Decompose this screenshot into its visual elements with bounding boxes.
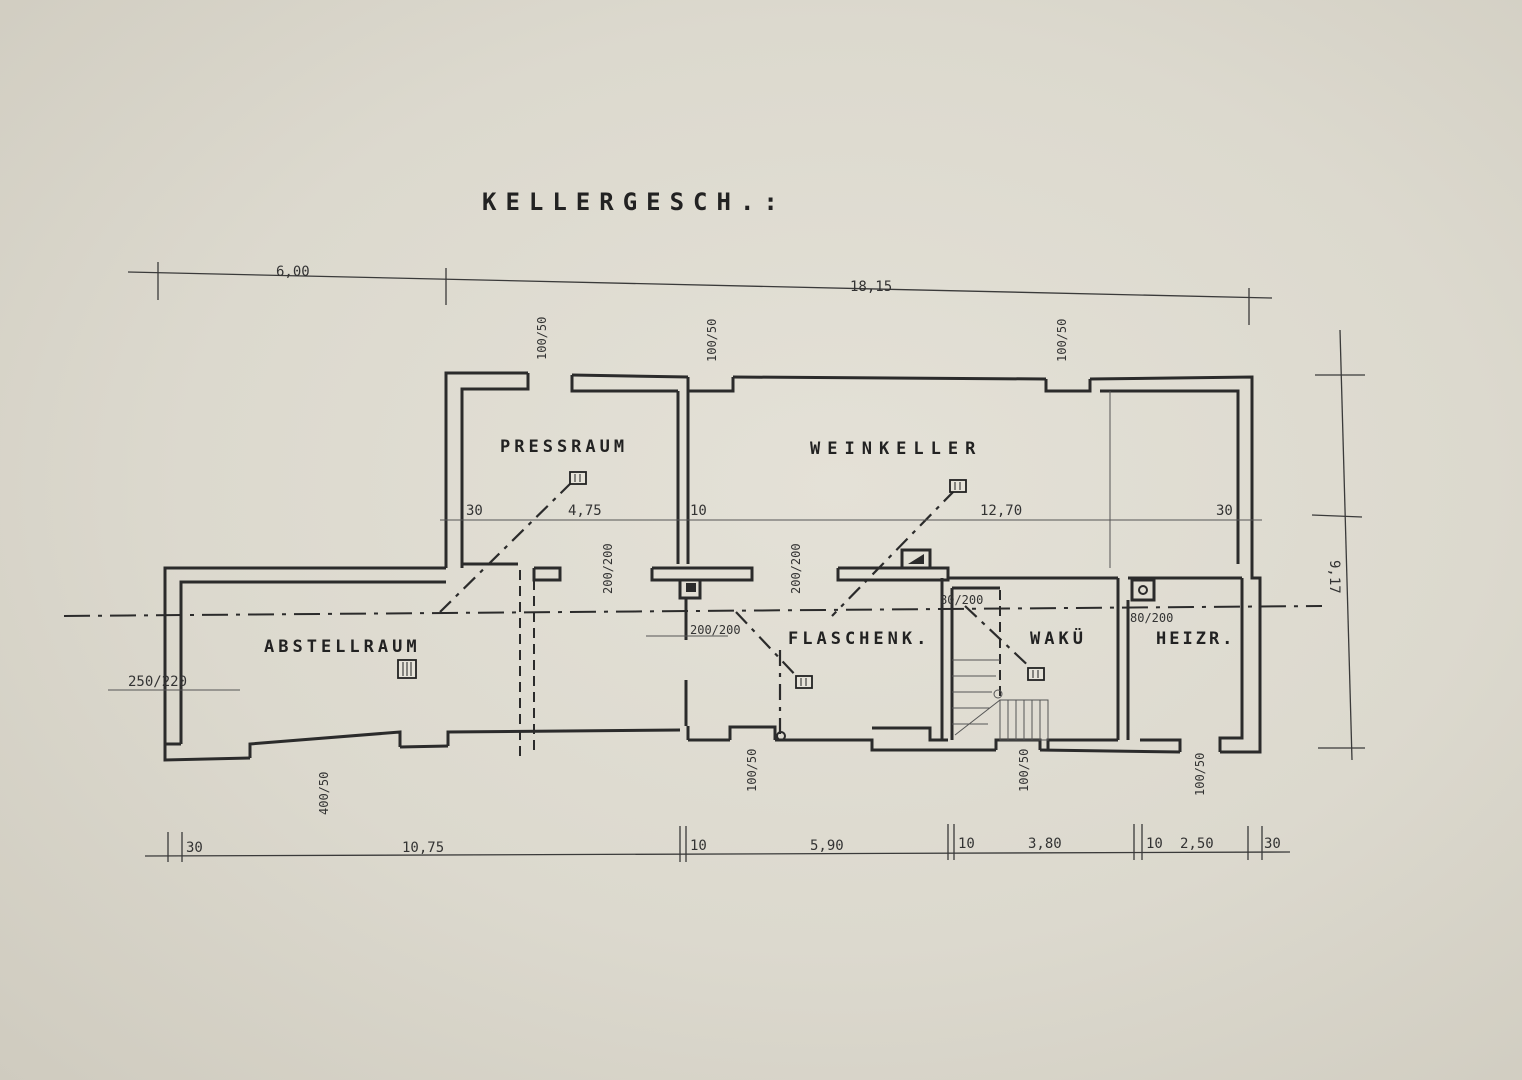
dim-top-left: 6,00 bbox=[276, 264, 310, 280]
room-pressraum: PRESSRAUM bbox=[500, 437, 628, 457]
ventilation-ducts bbox=[439, 481, 1036, 741]
dim-inner-30-right: 30 bbox=[1216, 503, 1233, 519]
vent-abstellraum bbox=[397, 659, 417, 679]
dim-top-total: 18,15 bbox=[850, 279, 892, 295]
dim-win-top-3: 100/50 bbox=[1055, 319, 1069, 362]
vent-weinkeller bbox=[949, 479, 967, 493]
inner-dimension-line: 30 4,75 10 12,70 30 bbox=[440, 503, 1262, 521]
dim-bottom-30-right: 30 bbox=[1264, 836, 1281, 852]
dim-door-a: 200/200 bbox=[601, 543, 615, 594]
room-flaschenkeller: FLASCHENK. bbox=[788, 629, 930, 649]
room-waku: WAKÜ bbox=[1030, 627, 1087, 649]
stairs bbox=[952, 590, 1049, 741]
dim-door-80-b: 80/200 bbox=[1130, 611, 1173, 625]
dim-bottom-10-c: 10 bbox=[1146, 836, 1163, 852]
dim-door-b: 200/200 bbox=[789, 543, 803, 594]
dim-bottom-10-a: 10 bbox=[690, 838, 707, 854]
vent-waku bbox=[1027, 667, 1045, 681]
dim-win-bottom-3: 100/50 bbox=[1017, 749, 1031, 792]
vent-grilles bbox=[397, 471, 1045, 689]
dim-bottom-380: 3,80 bbox=[1028, 836, 1062, 852]
dim-door-80: 80/200 bbox=[940, 593, 983, 607]
outer-walls bbox=[163, 371, 1262, 762]
interior-walls bbox=[462, 391, 1242, 740]
dim-inner-30-left: 30 bbox=[466, 503, 483, 519]
abstellraum-dashed-opening bbox=[519, 570, 535, 758]
dim-inner-10: 10 bbox=[690, 503, 707, 519]
room-abstellraum: ABSTELLRAUM bbox=[264, 637, 421, 657]
plan-title: KELLERGESCH.: bbox=[482, 188, 787, 216]
dim-inner-475: 4,75 bbox=[568, 503, 602, 519]
dim-bottom-10-b: 10 bbox=[958, 836, 975, 852]
dim-right-height: 9,17 bbox=[1326, 560, 1342, 594]
top-dimension-line: 6,00 18,15 bbox=[127, 262, 1273, 325]
dim-bottom-590: 5,90 bbox=[810, 838, 844, 854]
dim-win-bottom-1: 400/50 bbox=[317, 772, 331, 815]
right-dimension-line: 9,17 bbox=[1311, 329, 1365, 761]
bottom-dimension-line: 30 10,75 10 5,90 10 3,80 10 2,50 30 bbox=[144, 824, 1291, 862]
dim-bottom-30-left: 30 bbox=[186, 840, 203, 856]
vent-pressraum bbox=[569, 471, 587, 485]
dim-win-bottom-4: 100/50 bbox=[1193, 753, 1207, 796]
dim-win-left: 250/220 bbox=[128, 674, 187, 690]
dim-door-c: 200/200 bbox=[690, 623, 741, 637]
dim-bottom-1075: 10,75 bbox=[402, 840, 444, 856]
section-axis-line bbox=[63, 605, 1323, 617]
vent-flaschenk bbox=[795, 675, 813, 689]
dim-bottom-250: 2,50 bbox=[1180, 836, 1214, 852]
dim-win-top-1: 100/50 bbox=[535, 317, 549, 360]
dim-win-top-2: 100/50 bbox=[705, 319, 719, 362]
dim-inner-1270: 12,70 bbox=[980, 503, 1022, 519]
room-weinkeller: WEINKELLER bbox=[810, 439, 982, 459]
room-heizraum: HEIZR. bbox=[1156, 629, 1235, 649]
dim-win-bottom-2: 100/50 bbox=[745, 749, 759, 792]
opening-annotations: 100/50 100/50 100/50 250/220 400/50 100/… bbox=[108, 317, 1207, 815]
